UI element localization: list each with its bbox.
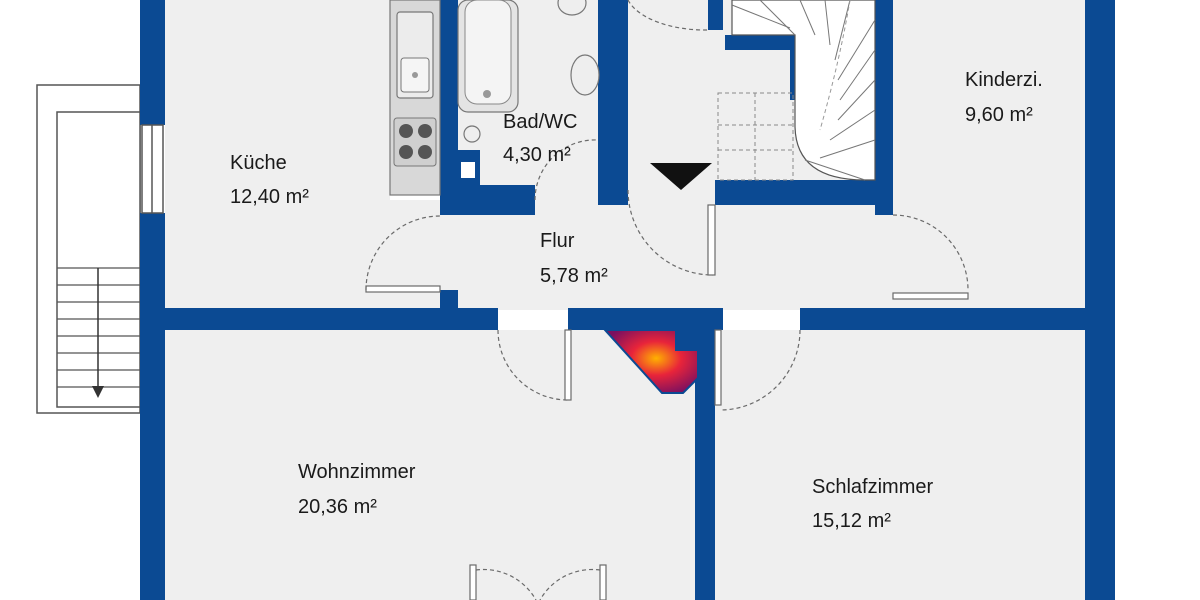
room-area-kinderzimmer: 9,60 m² xyxy=(965,104,1033,126)
wall xyxy=(695,308,715,600)
door-kinderzimmer xyxy=(892,214,969,300)
door-schlafzimmer xyxy=(714,329,801,411)
windows xyxy=(141,124,164,214)
door-kueche xyxy=(365,215,441,293)
stair-lower-flight xyxy=(717,92,794,181)
room-name-kueche: Küche xyxy=(230,152,287,174)
wall xyxy=(1085,0,1115,600)
floor-wohnzimmer xyxy=(165,330,695,600)
wall xyxy=(725,35,795,50)
wall xyxy=(800,308,1085,330)
doors xyxy=(365,0,969,600)
interior-staircase xyxy=(650,0,876,190)
room-name-kinderzimmer: Kinderzi. xyxy=(965,69,1043,91)
room-area-kueche: 12,40 m² xyxy=(230,186,309,208)
wall xyxy=(708,0,723,30)
wall xyxy=(140,0,165,125)
wall xyxy=(440,150,480,215)
door-entrance xyxy=(627,189,716,276)
exterior-stair xyxy=(36,84,141,414)
sink-drain xyxy=(412,72,418,78)
wall xyxy=(715,180,893,205)
wall xyxy=(598,0,628,205)
shaft xyxy=(461,162,475,178)
room-name-schlafzimmer: Schlafzimmer xyxy=(812,476,933,498)
wall xyxy=(440,290,458,315)
toilet-icon xyxy=(557,0,587,16)
door-wohnzimmer xyxy=(497,329,572,401)
wall xyxy=(480,185,535,215)
washbasin-icon xyxy=(570,54,600,96)
wall xyxy=(440,0,458,165)
room-name-flur: Flur xyxy=(540,230,575,252)
room-area-wohnzimmer: 20,36 m² xyxy=(298,496,377,518)
door-balcony xyxy=(469,564,607,600)
stove-icon xyxy=(393,117,437,167)
door-flur-upper xyxy=(627,0,709,31)
entrance-arrow-icon xyxy=(650,163,712,190)
floor-kinderzimmer xyxy=(890,0,1085,310)
room-area-schlafzimmer: 15,12 m² xyxy=(812,510,891,532)
fireplace-icon xyxy=(602,329,699,394)
door-bad xyxy=(534,139,599,201)
room-labels: Küche 12,40 m² Bad/WC 4,30 m² Kinderzi. … xyxy=(230,69,1043,532)
wall xyxy=(676,326,698,350)
wall xyxy=(165,308,498,330)
wall xyxy=(875,0,893,215)
drain-icon xyxy=(463,125,481,143)
wall xyxy=(140,213,165,600)
room-area-bad: 4,30 m² xyxy=(503,144,571,166)
wall xyxy=(568,308,723,330)
room-name-wohnzimmer: Wohnzimmer xyxy=(298,461,416,483)
bathroom-fixtures xyxy=(457,0,600,178)
floor-schlafzimmer xyxy=(715,330,1085,600)
room-name-bad: Bad/WC xyxy=(503,111,577,133)
room-area-flur: 5,78 m² xyxy=(540,265,608,287)
stair-icon xyxy=(92,268,104,398)
kitchen-counter xyxy=(389,0,441,196)
